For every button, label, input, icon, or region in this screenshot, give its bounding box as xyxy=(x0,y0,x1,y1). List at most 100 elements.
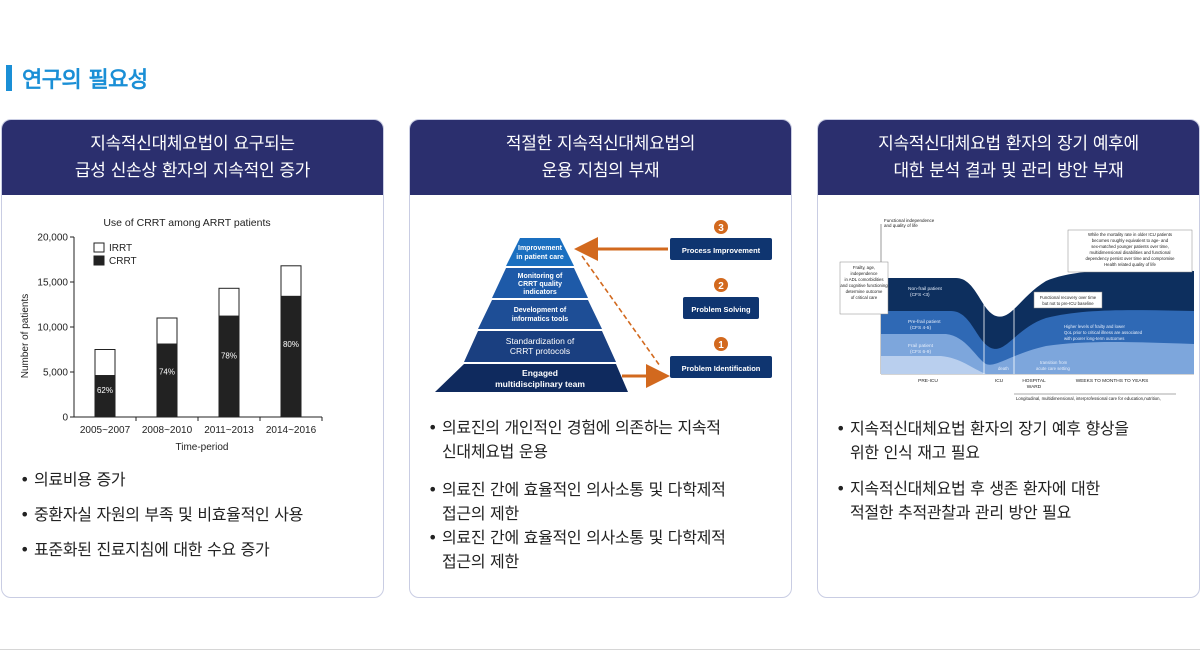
bar-percent-label: 78% xyxy=(221,352,237,361)
chart-ylabel: Number of patients xyxy=(20,294,31,379)
bar-percent-label: 74% xyxy=(159,368,175,377)
y-tick-label: 20,000 xyxy=(37,233,68,244)
bullet-item: •중환자실 자원의 부족 및 비효율적인 사용 xyxy=(20,505,304,524)
pyramid-text: informatics tools xyxy=(512,316,569,323)
step-number-circle xyxy=(714,337,728,351)
patient-trajectory-diagram: Functional independence and quality of l… xyxy=(839,218,1194,401)
bullet-item: •의료비용 증가 xyxy=(20,470,126,489)
step-number-circle xyxy=(714,220,728,234)
step-label: Problem Identification xyxy=(682,364,761,373)
card-header-line: 운용 지침의 부재 xyxy=(541,160,660,181)
card-header-line: 급성 신손상 환자의 지속적인 증가 xyxy=(74,160,311,181)
quality-pyramid-diagram: Improvement in patient care Monitoring o… xyxy=(435,220,772,392)
card-header-line: 지속적신대체요법이 요구되는 xyxy=(90,133,295,154)
x-tick-label: 2011~2013 xyxy=(204,425,254,436)
pyramid-text: Development of xyxy=(514,307,567,314)
x-tick-label: 2008~2010 xyxy=(142,425,193,436)
pyramid-text: Improvement xyxy=(518,245,563,252)
legend-swatch-irrt xyxy=(93,242,105,253)
crrt-bar-chart: Use of CRRT among ARRT patients Number o… xyxy=(20,217,323,452)
pyramid-text: Standardization of xyxy=(506,336,575,346)
trajectory-text: Longitudinal, multidimensional, interpro… xyxy=(1016,396,1161,401)
legend-swatch-crrt xyxy=(93,255,105,266)
step-box-problem-solving xyxy=(683,297,759,319)
bar-crrt xyxy=(280,295,302,418)
trajectory-text: but not to pre-ICU baseline xyxy=(1042,301,1094,306)
trajectory-text: sex-matched younger patients over time, xyxy=(1091,244,1169,249)
axis-label: HOSPITAL xyxy=(1022,378,1046,384)
x-tick-label: 2005~2007 xyxy=(80,425,131,436)
pyramid-level-1 xyxy=(506,238,574,266)
trajectory-text: becomes roughly equivalent to age- and xyxy=(1092,238,1169,243)
card-header: 적절한 지속적신대체요법의 운용 지침의 부재 xyxy=(410,120,791,195)
pyramid-text: in patient care xyxy=(516,254,564,261)
pyramid-text: multidisciplinary team xyxy=(495,379,585,389)
trajectory-text: Frailty, age, xyxy=(853,265,875,270)
bullet-item: •표준화된 진료지침에 대한 수요 증가 xyxy=(20,540,270,559)
step-number-circle xyxy=(714,278,728,292)
trajectory-text: multidimensional disabilities and functi… xyxy=(1090,250,1171,255)
bar-crrt xyxy=(156,343,178,418)
y-tick-label: 5,000 xyxy=(43,368,68,379)
trajectory-text: QoL prior to critical illness are associ… xyxy=(1064,330,1143,335)
step-label: Problem Solving xyxy=(691,305,751,314)
section-title-text: 연구의 필요성 xyxy=(22,68,148,93)
step-box-problem-identification xyxy=(670,356,772,378)
bar-crrt xyxy=(94,375,116,418)
pyramid-text: CRRT protocols xyxy=(510,346,570,356)
trajectory-text: independence xyxy=(850,271,878,276)
pyramid-text: Monitoring of xyxy=(518,273,563,280)
pyramid-text: CRRT quality xyxy=(518,281,562,288)
y-tick-label: 0 xyxy=(62,413,68,424)
bar-irrt xyxy=(218,287,240,317)
trajectory-text: with poorer long-term outcomes xyxy=(1064,336,1124,341)
mortality-note-box xyxy=(1067,229,1193,273)
band-label: (CFS 6-9) xyxy=(910,349,931,355)
x-tick-label: 2014~2016 xyxy=(266,425,317,436)
step-number: 2 xyxy=(718,281,724,292)
card-long-term-outcome: 지속적신대체요법 환자의 장기 예후에 대한 분석 결과 및 관리 방안 부재 … xyxy=(817,119,1200,598)
pyramid-level-3 xyxy=(478,300,602,329)
trajectory-text: Higher levels of frailty and lower xyxy=(1064,324,1125,329)
trajectory-text: and quality of life xyxy=(884,223,918,228)
section-title: 연구의 필요성 xyxy=(6,62,148,94)
trajectory-text: dependency persist over time and comprom… xyxy=(1085,256,1175,261)
legend-label: IRRT xyxy=(109,243,132,254)
axis-label: WARD xyxy=(1027,384,1042,390)
pyramid-text: indicators xyxy=(523,289,557,296)
axis-label: PRE-ICU xyxy=(918,378,938,384)
chart-title: Use of CRRT among ARRT patients xyxy=(103,217,270,229)
bar-irrt xyxy=(156,317,178,345)
step-box-process-improvement xyxy=(670,238,772,260)
card-header-line: 적절한 지속적신대체요법의 xyxy=(505,133,696,154)
bar-percent-label: 62% xyxy=(97,386,113,395)
y-tick-label: 15,000 xyxy=(37,278,68,289)
card-header: 지속적신대체요법이 요구되는 급성 신손상 환자의 지속적인 증가 xyxy=(2,120,383,195)
bullet-list: •의료비용 증가 •중환자실 자원의 부족 및 비효율적인 사용 •표준화된 진… xyxy=(20,468,303,573)
pyramid-text: Engaged xyxy=(522,368,558,378)
trajectory-text: in ADL comorbidities xyxy=(844,277,883,282)
axis-label: WEEKS TO MONTHS TO YEARS xyxy=(1076,378,1149,384)
band-label: Frail patient xyxy=(908,343,934,349)
pyramid-level-4 xyxy=(464,331,616,362)
trajectory-text: Health related quality of life xyxy=(1104,262,1156,267)
bar-irrt xyxy=(94,349,116,377)
trajectory-text: death xyxy=(998,366,1009,371)
trajectory-text: of critical care xyxy=(851,295,878,300)
trajectory-text: transition from xyxy=(1040,360,1068,365)
trajectory-text: Functional independence xyxy=(884,218,935,223)
band-label: Pre-frail patient xyxy=(908,319,941,325)
trajectory-text: determine outcome xyxy=(846,289,883,294)
pyramid-level-2 xyxy=(492,268,588,298)
card-header: 지속적신대체요법 환자의 장기 예후에 대한 분석 결과 및 관리 방안 부재 xyxy=(818,120,1199,195)
trajectory-text: and cognitive functioning xyxy=(840,283,888,288)
frailty-note-box xyxy=(839,261,889,315)
footer-divider xyxy=(0,649,1200,650)
trajectory-text: acute care setting xyxy=(1036,366,1071,371)
